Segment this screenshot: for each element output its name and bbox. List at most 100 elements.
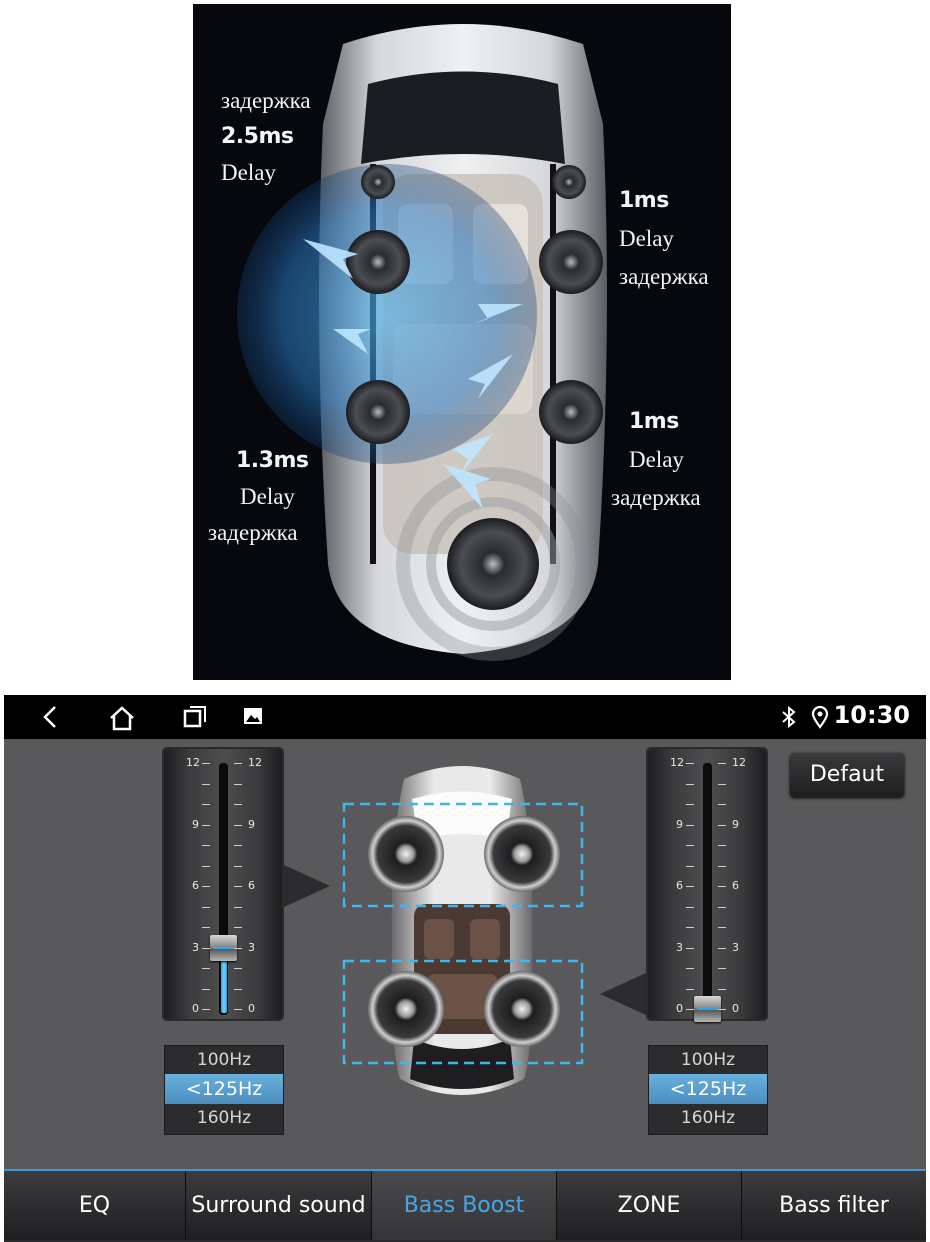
slider-tick-mark bbox=[202, 865, 210, 867]
frequency-option[interactable]: 160Hz bbox=[196, 1108, 252, 1128]
slider-tick-mark bbox=[202, 886, 210, 887]
car-speaker-layout bbox=[342, 766, 584, 1095]
slider-tick-mark bbox=[718, 1009, 726, 1010]
slider-tick-label: 0 bbox=[192, 1002, 199, 1015]
slider-tick-mark bbox=[202, 824, 210, 826]
slider-fill bbox=[221, 947, 227, 1013]
slider-tick-mark bbox=[202, 1009, 210, 1010]
pointer-arrow-front bbox=[282, 864, 330, 908]
delay-ms-value: 1.3ms bbox=[236, 448, 309, 473]
slider-tick-label: 12 bbox=[186, 756, 200, 769]
tab-zone[interactable]: ZONE bbox=[557, 1171, 742, 1240]
slider-tick-mark bbox=[234, 1009, 242, 1010]
clock: 10:30 bbox=[833, 701, 910, 729]
slider-tick-mark bbox=[718, 824, 726, 826]
slider-tick-label: 6 bbox=[676, 879, 683, 892]
slider-tick-mark bbox=[718, 886, 726, 887]
frequency-option[interactable]: 100Hz bbox=[196, 1050, 252, 1070]
bluetooth-icon bbox=[782, 705, 796, 729]
frequency-option-selected[interactable]: <125Hz bbox=[165, 1074, 283, 1104]
frequency-option[interactable]: 100Hz bbox=[680, 1050, 736, 1070]
delay-label-front-left: задержка 2.5ms Delay bbox=[221, 86, 311, 188]
slider-tick-mark bbox=[234, 845, 242, 846]
car-top-view-graphic bbox=[237, 24, 607, 661]
slider-tick-mark bbox=[718, 968, 726, 969]
bass-boost-panel: 12 12 9 9 6 6 3 3 0 0 100Hz <125Hz 160Hz bbox=[4, 739, 926, 1169]
slider-tick-mark bbox=[234, 886, 242, 887]
slider-tick-label: 9 bbox=[676, 817, 683, 831]
slider-tick-label: 6 bbox=[732, 879, 739, 892]
slider-tick-mark bbox=[202, 783, 210, 785]
slider-tick-mark bbox=[202, 947, 210, 949]
status-bar: 10:30 bbox=[4, 695, 926, 739]
slider-tick-mark bbox=[234, 968, 242, 969]
slider-tick-mark bbox=[718, 845, 726, 846]
delay-english-text: Delay bbox=[629, 447, 684, 472]
slider-tick-mark bbox=[686, 845, 694, 846]
slider-track bbox=[703, 763, 712, 1015]
frequency-option-selected[interactable]: <125Hz bbox=[649, 1074, 767, 1104]
front-zone-box bbox=[342, 802, 584, 908]
rear-frequency-selector[interactable]: 100Hz <125Hz 160Hz bbox=[648, 1045, 768, 1135]
delay-ms-value: 2.5ms bbox=[221, 124, 294, 149]
delay-russian-text: задержка bbox=[208, 520, 298, 545]
recent-apps-icon[interactable] bbox=[182, 705, 208, 729]
slider-tick-mark bbox=[718, 988, 726, 990]
slider-tick-mark bbox=[234, 927, 242, 928]
front-frequency-selector[interactable]: 100Hz <125Hz 160Hz bbox=[164, 1045, 284, 1135]
tab-eq[interactable]: EQ bbox=[4, 1171, 186, 1240]
slider-tick-label: 6 bbox=[248, 879, 255, 892]
slider-tick-label: 0 bbox=[248, 1002, 255, 1015]
screenshot-icon[interactable] bbox=[242, 705, 264, 727]
pointer-arrow-rear bbox=[600, 972, 648, 1016]
slider-tick-label: 9 bbox=[248, 817, 255, 831]
tab-bass-filter[interactable]: Bass filter bbox=[742, 1171, 926, 1240]
slider-tick-mark bbox=[234, 947, 242, 949]
slider-tick-mark bbox=[202, 968, 210, 969]
slider-tick-mark bbox=[686, 947, 694, 949]
location-icon bbox=[811, 705, 829, 729]
home-icon[interactable] bbox=[108, 705, 136, 731]
slider-tick-mark bbox=[686, 988, 694, 990]
slider-tick-mark bbox=[234, 988, 242, 990]
delay-label-front-right: 1ms Delay задержка bbox=[619, 186, 709, 292]
tab-surround-sound[interactable]: Surround sound bbox=[186, 1171, 372, 1240]
slider-tick-mark bbox=[234, 906, 242, 908]
slider-tick-label: 12 bbox=[670, 756, 684, 769]
back-icon[interactable] bbox=[40, 705, 60, 729]
tab-bar: EQ Surround sound Bass Boost ZONE Bass f… bbox=[4, 1169, 926, 1242]
slider-tick-mark bbox=[686, 927, 694, 928]
slider-tick-label: 12 bbox=[248, 756, 262, 769]
slider-track bbox=[219, 763, 228, 1015]
speaker-delay-illustration: задержка 2.5ms Delay 1ms Delay задержка … bbox=[193, 4, 731, 680]
delay-english-text: Delay bbox=[619, 226, 674, 251]
delay-russian-text: задержка bbox=[619, 264, 709, 289]
rear-zone-box bbox=[342, 959, 584, 1065]
tab-bass-boost[interactable]: Bass Boost bbox=[372, 1171, 557, 1240]
slider-tick-mark bbox=[202, 927, 210, 928]
slider-tick-mark bbox=[686, 968, 694, 969]
slider-tick-mark bbox=[234, 824, 242, 826]
default-button[interactable]: Defaut bbox=[790, 753, 904, 797]
slider-tick-mark bbox=[202, 988, 210, 990]
slider-tick-mark bbox=[718, 927, 726, 928]
delay-label-rear-left: 1.3ms Delay задержка bbox=[208, 446, 309, 548]
slider-tick-label: 9 bbox=[732, 817, 739, 831]
slider-tick-mark bbox=[234, 865, 242, 867]
slider-tick-mark bbox=[686, 906, 694, 908]
slider-tick-mark bbox=[202, 804, 210, 805]
slider-tick-mark bbox=[202, 763, 210, 764]
slider-tick-label: 0 bbox=[676, 1002, 683, 1015]
slider-knob[interactable] bbox=[694, 996, 721, 1022]
slider-tick-mark bbox=[202, 845, 210, 846]
slider-tick-mark bbox=[686, 824, 694, 826]
slider-tick-label: 3 bbox=[676, 940, 683, 954]
slider-tick-mark bbox=[234, 763, 242, 764]
slider-knob[interactable] bbox=[210, 934, 237, 961]
slider-tick-mark bbox=[686, 783, 694, 785]
frequency-option[interactable]: 160Hz bbox=[680, 1108, 736, 1128]
slider-tick-label: 3 bbox=[732, 940, 739, 954]
slider-tick-label: 3 bbox=[192, 940, 199, 954]
